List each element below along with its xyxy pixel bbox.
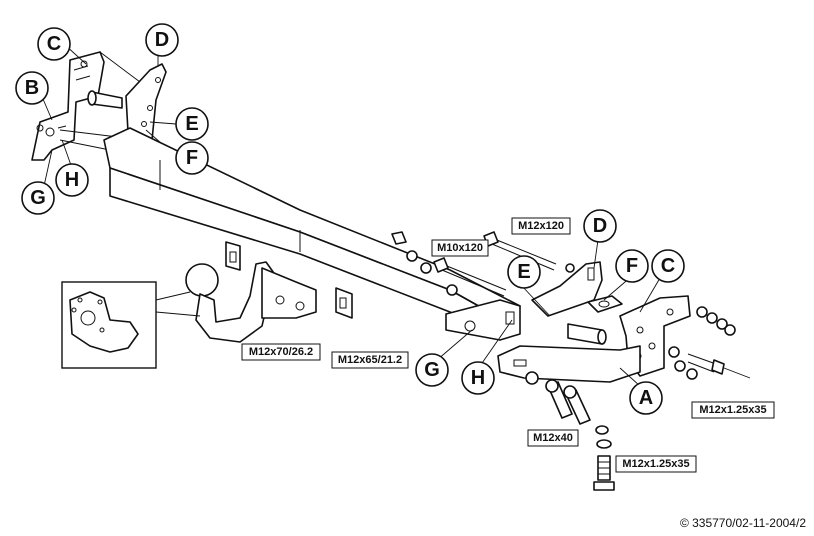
svg-text:M12x65/21.2: M12x65/21.2 <box>338 354 402 366</box>
callout-right-e: E <box>507 255 541 289</box>
right-washer-f <box>587 295 623 313</box>
callout-left-b: B <box>15 71 49 105</box>
svg-text:H: H <box>65 169 79 191</box>
tag-m12x40: M12x40 <box>527 429 579 447</box>
tag-m12x70: M12x70/26.2 <box>241 343 321 361</box>
callout-right-g: G <box>415 353 449 387</box>
callout-left-h: H <box>55 163 89 197</box>
right-bolt-pin <box>567 323 607 345</box>
bolts-m12x40 <box>525 371 591 425</box>
svg-text:D: D <box>593 215 607 237</box>
svg-text:A: A <box>639 387 653 409</box>
callout-right-d: D <box>583 209 617 243</box>
callout-left-d: D <box>145 23 179 57</box>
svg-text:F: F <box>186 147 198 169</box>
tag-m12x125-right: M12x1.25x35 <box>691 401 775 419</box>
tag-m12x125-bottom: M12x1.25x35 <box>615 455 697 473</box>
main-cross-beam <box>103 127 521 341</box>
callout-right-a: A <box>629 381 663 415</box>
right-bracket-plate <box>531 261 603 317</box>
svg-text:E: E <box>185 113 198 135</box>
tag-m12x120: M12x120 <box>511 217 571 235</box>
svg-text:M12x40: M12x40 <box>533 432 573 444</box>
left-nuts <box>391 231 432 274</box>
bolt-m10x120 <box>433 257 507 297</box>
callout-left-f: F <box>175 141 209 175</box>
svg-text:M12x70/26.2: M12x70/26.2 <box>249 346 313 358</box>
left-mounting-bracket <box>31 51 105 161</box>
inset-detail <box>61 281 201 369</box>
svg-text:G: G <box>30 187 46 209</box>
svg-text:M12x120: M12x120 <box>518 220 564 232</box>
right-lower-bracket-a <box>497 345 641 383</box>
copyright-text: © 335770/02-11-2004/2 <box>679 516 806 530</box>
callout-left-c: C <box>37 27 71 61</box>
svg-text:E: E <box>517 261 530 283</box>
svg-text:D: D <box>155 29 169 51</box>
svg-text:F: F <box>626 255 638 277</box>
callout-right-c: C <box>651 249 685 283</box>
svg-text:B: B <box>25 77 39 99</box>
svg-text:M10x120: M10x120 <box>437 242 483 254</box>
svg-text:G: G <box>424 359 440 381</box>
right-leader-lines <box>429 239 661 387</box>
tow-ball-neck <box>185 261 317 343</box>
beam-tabs <box>225 241 353 319</box>
bolt-m12x125-right <box>668 346 751 380</box>
svg-text:C: C <box>661 255 675 277</box>
callout-left-g: G <box>21 181 55 215</box>
tag-m10x120: M10x120 <box>431 239 489 257</box>
tag-m12x65: M12x65/21.2 <box>331 351 409 369</box>
callout-left-e: E <box>175 107 209 141</box>
svg-text:H: H <box>471 367 485 389</box>
svg-text:C: C <box>47 33 61 55</box>
svg-text:M12x1.25x35: M12x1.25x35 <box>699 404 766 416</box>
right-nuts-stack <box>696 306 736 336</box>
callout-right-f: F <box>615 249 649 283</box>
svg-text:M12x1.25x35: M12x1.25x35 <box>622 458 689 470</box>
bolt-m12x125-bottom <box>593 425 615 491</box>
callout-right-h: H <box>461 361 495 395</box>
left-bolt-pin <box>87 90 123 109</box>
